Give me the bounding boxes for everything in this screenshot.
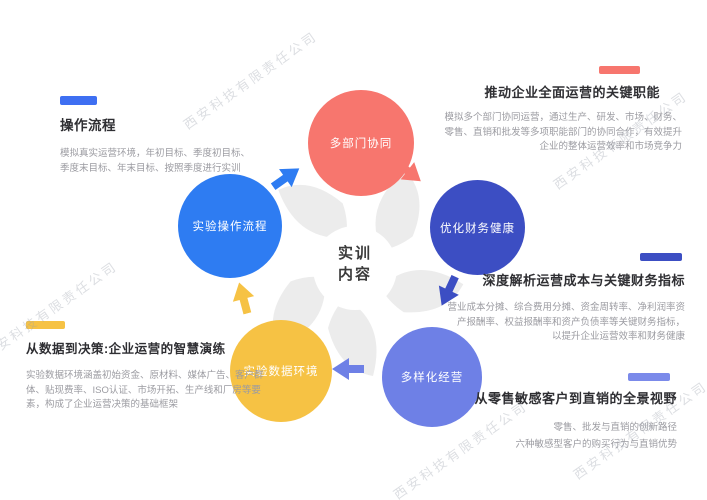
accent-bar: [599, 66, 640, 74]
block-financial-indicators: 深度解析运营成本与关键财务指标 营业成本分摊、综合费用分摊、资金周转率、净利润率…: [395, 253, 685, 345]
circle-optimize-financial-health: 优化财务健康: [430, 180, 525, 275]
block-title: 推动企业全面运营的关键职能: [484, 85, 660, 100]
circle-label: 优化财务健康: [440, 222, 515, 235]
block-text-line: 零售、批发与直销的创新路径: [553, 422, 677, 433]
block-text-line: 零售、直销和批发等多项职能部门的协同合作，有效提升: [444, 126, 682, 138]
block-smart-drill: 从数据到决策:企业运营的智慧演练 实验数据环境涵盖初始资金、原材料、媒体广告、客…: [26, 321, 264, 413]
block-operation-process: 操作流程 模拟真实运营环境，年初目标、季度初目标、 季度末目标、年末目标、按照季…: [60, 96, 250, 176]
circle-label: 实验数据环境: [243, 366, 319, 378]
circle-label: 实验操作流程: [192, 221, 268, 233]
pinwheel-graphic: [272, 170, 464, 376]
block-text-line: 模拟多个部门协同运营，通过生产、研发、市场、财务、: [444, 112, 682, 123]
block-title: 操作流程: [60, 118, 116, 133]
accent-bar: [628, 373, 670, 381]
block-text-line: 体、贴现费率、ISO认证、市场开拓、生产线和厂房等要: [26, 384, 261, 396]
block-title: 从零售敏感客户到直销的全景视野: [474, 391, 677, 406]
center-title: 实训 内容: [320, 243, 390, 285]
circle-label: 多部门协同: [329, 138, 393, 150]
circle-multi-department-collaboration: 多部门协同: [308, 90, 414, 196]
block-text-line: 素，构成了企业运营决策的基础框架: [26, 399, 179, 410]
block-text-line: 营业成本分摊、综合费用分摊、资金周转率、净利润率资: [447, 302, 685, 313]
block-key-functions: 推动企业全面运营的关键职能 模拟多个部门协同运营，通过生产、研发、市场、财务、 …: [392, 66, 682, 155]
arrow-bottom-to-left-icon: [232, 282, 255, 315]
arrow-rightupper-to-rightlower-icon: [438, 274, 459, 306]
arrow-left-to-top-icon: [270, 168, 300, 191]
block-text-line: 季度末目标、年末目标、按照季度进行实训: [60, 162, 241, 174]
block-text-line: 六种敏感型客户的购买行为与直销优势: [515, 439, 677, 450]
block-text-line: 模拟真实运营环境，年初目标、季度初目标、: [60, 148, 251, 159]
center-title-line1: 实训: [337, 245, 372, 262]
accent-bar: [26, 321, 65, 329]
circle-label: 多样化经营: [400, 372, 464, 384]
center-title-line2: 内容: [337, 266, 372, 283]
circle-experiment-data-environment: 实验数据环境: [230, 320, 332, 422]
block-text-line: 以提升企业运营效率和财务健康: [551, 331, 685, 342]
block-panoramic-view: 从零售敏感客户到直销的全景视野 零售、批发与直销的创新路径 六种敏感型客户的购买…: [387, 373, 677, 453]
block-title: 深度解析运营成本与关键财务指标: [482, 273, 685, 288]
circle-diversified-operation: 多样化经营: [382, 327, 482, 427]
arrow-top-to-rightupper-icon: [393, 158, 421, 182]
block-text-line: 实验数据环境涵盖初始资金、原材料、媒体广告、客户群: [26, 370, 264, 381]
circle-experiment-operation-flow: 实验操作流程: [178, 174, 282, 278]
accent-bar: [640, 253, 682, 261]
accent-bar: [60, 96, 97, 105]
block-title: 从数据到决策:企业运营的智慧演练: [26, 342, 226, 356]
arrow-rightlower-to-bottom-icon: [332, 358, 364, 380]
block-text-line: 产报酬率、权益报酬率和资产负债率等关键财务指标，: [456, 316, 685, 328]
block-text-line: 企业的整体运营效率和市场竞争力: [539, 141, 682, 152]
